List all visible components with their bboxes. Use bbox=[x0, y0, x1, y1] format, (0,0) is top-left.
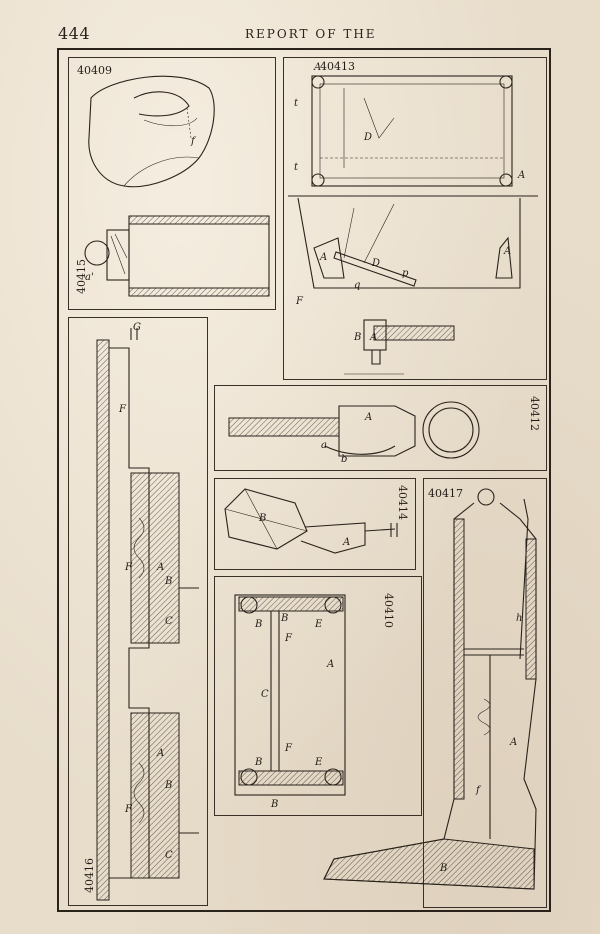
label-B-lower: B bbox=[164, 780, 172, 791]
label-A-left-post: A bbox=[319, 252, 327, 263]
label-B: B bbox=[439, 863, 447, 874]
label-A: A bbox=[509, 737, 517, 748]
figure-number-40416: 40416 bbox=[83, 858, 96, 893]
label-A-small: A bbox=[369, 332, 377, 343]
label-B-2: B bbox=[280, 613, 288, 624]
label-F-1: F bbox=[284, 633, 293, 644]
figure-number-40409: 40409 bbox=[77, 64, 112, 77]
label-t-2: t bbox=[294, 162, 299, 173]
label-q: q bbox=[354, 280, 360, 291]
plate-frame: 40409 f bbox=[57, 48, 551, 912]
label-B-1: B bbox=[254, 619, 262, 630]
label-F-2: F bbox=[284, 743, 293, 754]
figure-number-40414: 40414 bbox=[396, 485, 409, 520]
panel-40409-40415: 40409 f bbox=[68, 57, 276, 310]
label-D-top: D bbox=[363, 132, 372, 143]
label-C: C bbox=[261, 689, 269, 700]
label-A-lower: A bbox=[156, 748, 164, 759]
figure-number-40410: 40410 bbox=[382, 593, 395, 628]
figure-40417-drawing: h A f B bbox=[323, 488, 537, 890]
label-B: B bbox=[258, 513, 266, 524]
label-A-upper: A bbox=[156, 562, 164, 573]
label-B: B bbox=[353, 332, 361, 343]
label-A-right: A bbox=[517, 170, 525, 181]
figure-40414-drawing: B A bbox=[224, 488, 398, 554]
label-A-top: A bbox=[313, 62, 321, 73]
label-F: F bbox=[295, 296, 304, 307]
panel-40413: 40413 A t t D A A bbox=[283, 57, 547, 380]
page-number: 444 bbox=[58, 24, 91, 43]
label-F-lower: F bbox=[124, 804, 133, 815]
label-F-top: F bbox=[118, 404, 127, 415]
label-p: p bbox=[402, 268, 409, 279]
label-A-right-post: A bbox=[503, 246, 511, 257]
label-h: h bbox=[516, 613, 522, 624]
figure-40410-drawing: B B E F C A F B E B bbox=[234, 594, 346, 810]
label-A: A bbox=[342, 537, 350, 548]
panel-40414: B A 40414 bbox=[214, 478, 416, 570]
figure-40409-drawing: f a' bbox=[84, 75, 270, 297]
label-B-3: B bbox=[254, 757, 262, 768]
panel-40410: B B E F C A F B E B 40410 bbox=[214, 576, 422, 816]
label-G: G bbox=[133, 322, 141, 333]
label-f: f bbox=[190, 136, 197, 147]
label-B-upper: B bbox=[164, 576, 172, 587]
label-t-1: t bbox=[294, 98, 299, 109]
label-B-4: B bbox=[270, 799, 278, 810]
label-a: a bbox=[321, 440, 327, 451]
label-a-prime: a' bbox=[85, 272, 94, 283]
figure-number-40412: 40412 bbox=[528, 396, 541, 431]
figure-number-40417: 40417 bbox=[428, 487, 463, 500]
label-F-mid: F bbox=[124, 562, 133, 573]
panel-40417: 40417 h A f B bbox=[323, 478, 547, 908]
label-C-upper: C bbox=[165, 616, 173, 627]
label-D-bottom: D bbox=[371, 258, 380, 269]
running-title: REPORT OF THE bbox=[245, 27, 377, 41]
panel-40412: A a b 40412 bbox=[214, 385, 547, 471]
figure-40413-drawing: A t t D A A A D p q F B bbox=[288, 62, 538, 375]
label-b: b bbox=[341, 454, 347, 465]
label-A: A bbox=[326, 659, 334, 670]
label-f: f bbox=[475, 785, 482, 796]
panel-40416: G F F A B C A B F C 40416 bbox=[68, 317, 208, 906]
figure-40416-drawing: G F F A B C A B F C bbox=[96, 322, 199, 901]
figure-40412-drawing: A a b bbox=[228, 401, 480, 465]
label-E-2: E bbox=[314, 757, 323, 768]
label-E-1: E bbox=[314, 619, 323, 630]
label-C-lower: C bbox=[165, 850, 173, 861]
figure-number-40415: 40415 bbox=[75, 259, 88, 294]
label-A: A bbox=[364, 412, 372, 423]
figure-number-40413: 40413 bbox=[320, 60, 355, 73]
